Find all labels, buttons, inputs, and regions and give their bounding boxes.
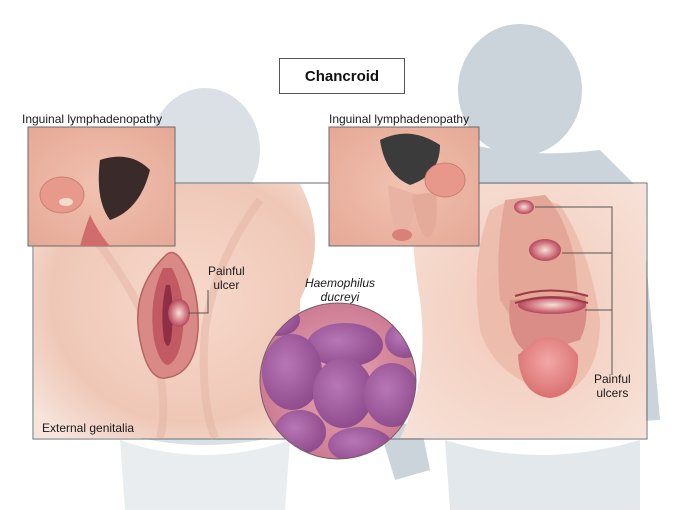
penile-ulcer-2 — [529, 239, 561, 261]
label-painful-ulcers-line1: Painful — [594, 372, 631, 386]
label-painful-ulcers-line2: ulcers — [596, 386, 629, 400]
page-title: Chancroid — [304, 67, 380, 85]
label-inguinal-right: Inguinal lymphadenopathy — [329, 112, 470, 126]
vulvar-ulcer — [168, 299, 190, 327]
label-painful-ulcers: Painful ulcers — [594, 372, 631, 400]
label-painful-ulcer-line1: Painful — [208, 264, 245, 278]
male-genitalia-illustration — [400, 184, 646, 438]
title-box: Chancroid — [279, 58, 405, 94]
penile-ulcer-3 — [518, 296, 586, 314]
leader-lines — [188, 206, 613, 375]
label-inguinal-left: Inguinal lymphadenopathy — [22, 112, 163, 126]
label-organism-line2: ducreyi — [320, 290, 360, 304]
inset-male-inguinal — [328, 126, 480, 247]
label-organism-line1: Haemophilus — [304, 276, 376, 290]
label-external-genitalia: External genitalia — [42, 421, 135, 435]
bacteria-micrograph — [259, 302, 417, 460]
female-genitalia-illustration — [34, 184, 315, 440]
label-painful-ulcer-line2: ulcer — [213, 278, 240, 292]
penile-ulcer-1 — [514, 200, 534, 214]
label-painful-ulcer: Painful ulcer — [208, 264, 245, 292]
label-organism: Haemophilus ducreyi — [300, 276, 380, 304]
inset-female-inguinal — [27, 126, 176, 247]
